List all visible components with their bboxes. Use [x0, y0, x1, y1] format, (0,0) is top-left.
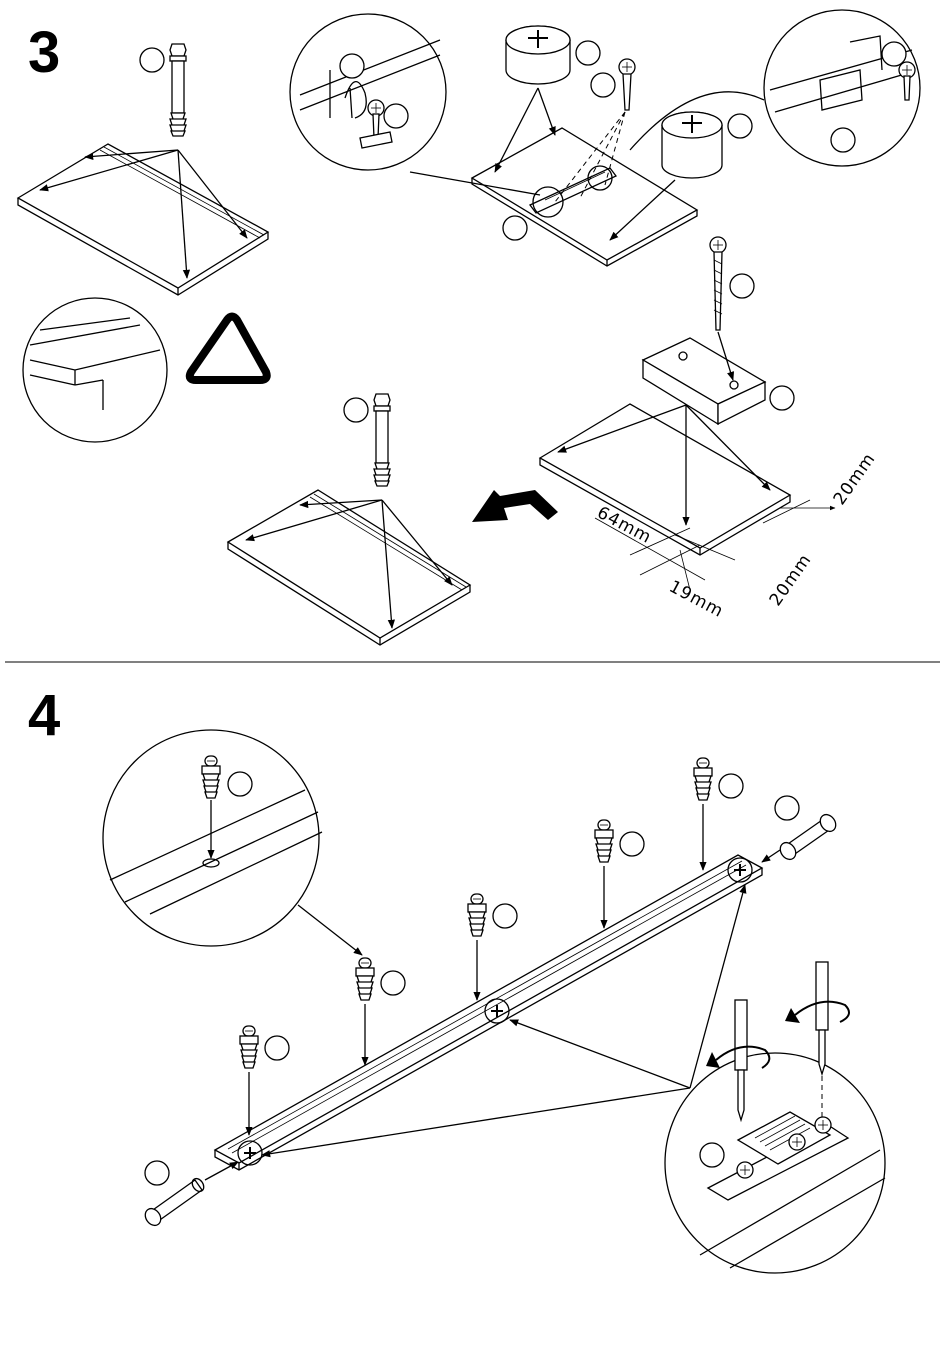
- part-callout: [730, 274, 754, 298]
- cam-lock-icon: [506, 26, 570, 84]
- dimension-20mm: 20mm: [830, 449, 880, 509]
- part-callout: [140, 48, 164, 72]
- screw-icon: [619, 59, 635, 110]
- dowel-screw-icon: [468, 894, 486, 936]
- dowel-screw-icon: [694, 758, 712, 800]
- cam-bolt-icon: [170, 44, 186, 136]
- part-callout: [719, 774, 743, 798]
- part-callout: [503, 216, 527, 240]
- connector-detail-magnifier: [665, 1053, 885, 1273]
- panel-c-drawing: [540, 237, 835, 590]
- dowel-screw-icon: [595, 820, 613, 862]
- part-callout: [576, 41, 600, 65]
- part-callout: [728, 114, 752, 138]
- dowel-screw-icon: [240, 1026, 258, 1068]
- wooden-dowel-icon: [762, 796, 839, 862]
- dowel-detail-magnifier: [103, 730, 362, 955]
- edge-detail-magnifier: [23, 298, 167, 442]
- dowel-screw-icon: [202, 756, 220, 798]
- flip-arrow-icon: [472, 490, 558, 522]
- part-callout: [384, 104, 408, 128]
- warning-triangle-icon: [190, 317, 267, 381]
- screw-icon: [710, 237, 726, 330]
- cam-bolt-icon: [374, 394, 390, 486]
- part-callout: [493, 904, 517, 928]
- part-callout: [591, 73, 615, 97]
- part-callout: [340, 54, 364, 78]
- dimension-20mm: 20mm: [766, 550, 816, 610]
- panel-b-drawing: [472, 26, 752, 266]
- dowel-screw-icon: [356, 958, 374, 1000]
- part-callout: [381, 971, 405, 995]
- panel-d-drawing: [228, 394, 470, 645]
- dimension-19mm: 19mm: [666, 577, 727, 622]
- part-callout: [831, 128, 855, 152]
- part-callout: [882, 42, 906, 66]
- part-callout: [228, 772, 252, 796]
- part-callout: [265, 1036, 289, 1060]
- part-callout: [700, 1143, 724, 1167]
- step-3-number: 3: [28, 20, 60, 85]
- cam-lock-icon: [662, 112, 722, 178]
- step-4-number: 4: [28, 683, 60, 748]
- part-callout: [344, 398, 368, 422]
- wooden-block-icon: [643, 338, 765, 424]
- part-callout: [620, 832, 644, 856]
- wooden-dowel-icon: [142, 1161, 238, 1228]
- part-callout: [770, 386, 794, 410]
